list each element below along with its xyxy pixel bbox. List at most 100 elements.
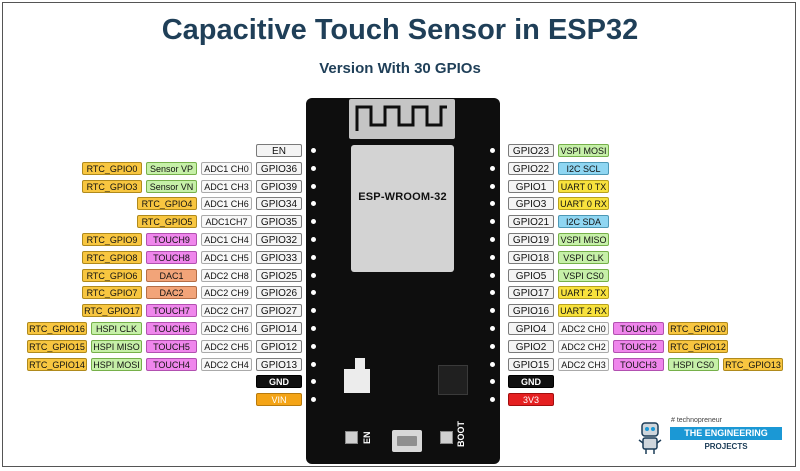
image-frame — [2, 2, 796, 467]
pin-label-left: GPIO12 — [256, 340, 302, 353]
pin-function-rtc: RTC_GPIO10 — [668, 322, 728, 335]
header-pin-left — [311, 201, 316, 206]
logo-sub: PROJECTS — [704, 442, 748, 451]
header-pin-left — [311, 362, 316, 367]
header-pin-right — [490, 290, 495, 295]
pin-label-left: GPIO25 — [256, 269, 302, 282]
pin-function-rtc: RTC_GPIO6 — [82, 269, 142, 282]
pin-label-right: GPIO17 — [508, 286, 554, 299]
header-pin-left — [311, 308, 316, 313]
header-pin-right — [490, 344, 495, 349]
header-pin-right — [490, 255, 495, 260]
pin-function-green: VSPI MISO — [558, 233, 609, 246]
header-pin-right — [490, 184, 495, 189]
pin-function-touch: TOUCH0 — [613, 322, 664, 335]
pin-function-touch: TOUCH7 — [146, 304, 197, 317]
pin-function-touch: TOUCH2 — [613, 340, 664, 353]
usb-uart-chip — [438, 365, 468, 395]
micro-usb-socket — [397, 436, 417, 446]
pin-function-yellow: UART 0 RX — [558, 197, 609, 210]
header-pin-right — [490, 308, 495, 313]
voltage-regulator — [344, 369, 370, 393]
pin-function-green: Sensor VN — [146, 180, 197, 193]
pin-function-rtc: RTC_GPIO17 — [82, 304, 142, 317]
pin-function-blue: I2C SCL — [558, 162, 609, 175]
pin-function-adc: ADC2 CH9 — [201, 286, 252, 299]
en-button[interactable] — [345, 431, 358, 444]
pin-label-right: GPIO1 — [508, 180, 554, 193]
header-pin-left — [311, 397, 316, 402]
header-pin-left — [311, 344, 316, 349]
pin-label-left: GND — [256, 375, 302, 388]
header-pin-right — [490, 273, 495, 278]
pin-function-touch: TOUCH3 — [613, 358, 664, 371]
header-pin-right — [490, 201, 495, 206]
pin-function-adc: ADC2 CH0 — [558, 322, 609, 335]
pin-function-green: VSPI CS0 — [558, 269, 609, 282]
pin-function-rtc: RTC_GPIO14 — [27, 358, 87, 371]
pin-function-adc: ADC1 CH6 — [201, 197, 252, 210]
header-pin-right — [490, 397, 495, 402]
pin-label-right: GPIO4 — [508, 322, 554, 335]
diagram-subtitle: Version With 30 GPIOs — [319, 60, 481, 77]
pin-function-touch: TOUCH6 — [146, 322, 197, 335]
pin-function-adc: ADC2 CH2 — [558, 340, 609, 353]
pin-label-right: GPIO16 — [508, 304, 554, 317]
pin-label-left: GPIO32 — [256, 233, 302, 246]
pin-function-adc: ADC2 CH3 — [558, 358, 609, 371]
pin-label-left: EN — [256, 144, 302, 157]
pin-function-yellow: UART 2 RX — [558, 304, 609, 317]
header-pin-left — [311, 184, 316, 189]
header-pin-right — [490, 362, 495, 367]
pin-function-adc: ADC2 CH7 — [201, 304, 252, 317]
header-pin-left — [311, 237, 316, 242]
header-pin-left — [311, 273, 316, 278]
pin-label-left: VIN — [256, 393, 302, 406]
logo-name: THE ENGINEERING — [670, 427, 782, 440]
pin-function-adc: ADC2 CH5 — [201, 340, 252, 353]
boot-button[interactable] — [440, 431, 453, 444]
pin-function-touch: TOUCH8 — [146, 251, 197, 264]
pin-function-rtc: RTC_GPIO16 — [27, 322, 87, 335]
pin-function-adc: ADC2 CH8 — [201, 269, 252, 282]
pin-function-adc: ADC1 CH3 — [201, 180, 252, 193]
pin-function-touch: TOUCH9 — [146, 233, 197, 246]
header-pin-right — [490, 219, 495, 224]
pin-function-adc: ADC1CH7 — [201, 215, 252, 228]
pin-function-dac: DAC1 — [146, 269, 197, 282]
pin-label-left: GPIO14 — [256, 322, 302, 335]
pin-function-rtc: RTC_GPIO7 — [82, 286, 142, 299]
pin-function-rtc: RTC_GPIO0 — [82, 162, 142, 175]
pin-label-right: GPIO21 — [508, 215, 554, 228]
diagram-title: Capacitive Touch Sensor in ESP32 — [161, 14, 639, 46]
pin-function-rtc: RTC_GPIO4 — [137, 197, 197, 210]
pin-label-right: GPIO3 — [508, 197, 554, 210]
pin-label-right: GPIO2 — [508, 340, 554, 353]
pin-label-right: 3V3 — [508, 393, 554, 406]
pin-function-rtc: RTC_GPIO9 — [82, 233, 142, 246]
header-pin-right — [490, 166, 495, 171]
pin-label-left: GPIO39 — [256, 180, 302, 193]
pin-label-right: GPIO19 — [508, 233, 554, 246]
robot-mascot-icon — [638, 422, 662, 454]
pin-label-right: GPIO23 — [508, 144, 554, 157]
pin-label-left: GPIO26 — [256, 286, 302, 299]
pin-label-left: GPIO13 — [256, 358, 302, 371]
pin-function-green: HSPI MISO — [91, 340, 142, 353]
header-pin-left — [311, 255, 316, 260]
header-pin-left — [311, 148, 316, 153]
pin-function-green: VSPI CLK — [558, 251, 609, 264]
pin-label-right: GPIO22 — [508, 162, 554, 175]
voltage-regulator-tab — [355, 358, 365, 369]
header-pin-right — [490, 326, 495, 331]
pin-label-right: GPIO18 — [508, 251, 554, 264]
header-pin-right — [490, 379, 495, 384]
engineering-projects-logo: # technopreneur THE ENGINEERING PROJECTS — [634, 417, 784, 457]
en-button-label: EN — [362, 431, 372, 444]
pin-label-left: GPIO36 — [256, 162, 302, 175]
header-pin-left — [311, 219, 316, 224]
pin-function-yellow: UART 2 TX — [558, 286, 609, 299]
pcb-antenna — [349, 99, 455, 139]
pin-label-right: GPIO5 — [508, 269, 554, 282]
pin-function-green: Sensor VP — [146, 162, 197, 175]
